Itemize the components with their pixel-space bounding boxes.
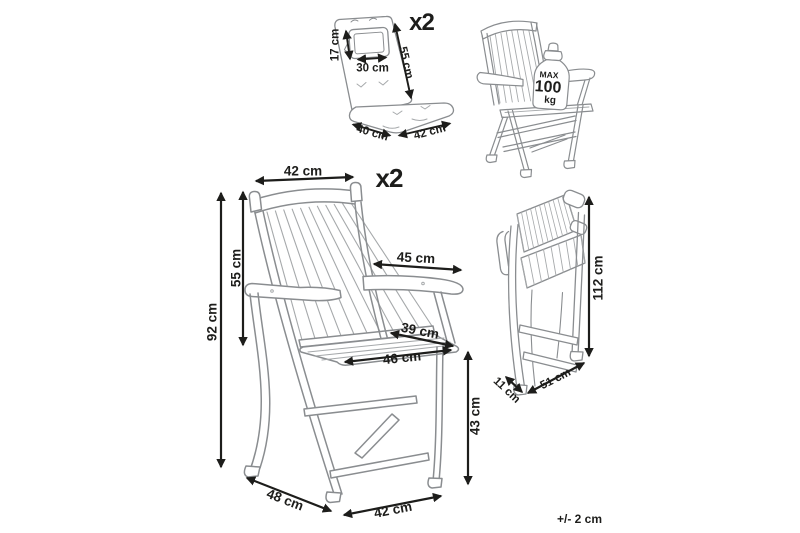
main-chair-drawing (243, 181, 464, 504)
folded-chair-drawing (496, 189, 588, 396)
cushion-dimension-arrows (342, 22, 452, 139)
main-chair-dimension-arrows (216, 172, 473, 519)
arrow-headrest-width (356, 53, 388, 64)
arrow-armrest-length (372, 259, 463, 275)
cushion-dim-headrest-width: 30 cm (356, 62, 389, 75)
main-dim-backrest-width: 42 cm (283, 163, 323, 179)
arrow-cushion-seat-depth (351, 122, 392, 138)
main-dim-seat-width: 46 cm (382, 347, 422, 367)
arrow-back-length (392, 22, 414, 100)
weight-icon (532, 42, 570, 111)
arrow-base-depth (245, 476, 333, 513)
cushion-quantity-label: x2 (409, 8, 435, 36)
main-dim-total-height: 92 cm (204, 302, 220, 342)
main-dim-backrest-height: 55 cm (228, 248, 244, 288)
max-load-label-100: 100 (534, 77, 562, 97)
arrow-folded-depth (504, 376, 524, 393)
cushion-dim-headrest-height: 17 cm (329, 28, 342, 62)
folded-dim-height: 112 cm (589, 255, 605, 301)
arrow-backrest-width (254, 172, 355, 186)
main-dim-armrest-length: 45 cm (396, 249, 436, 267)
main-quantity-label: x2 (375, 163, 404, 193)
arrow-seat-depth (389, 330, 455, 349)
cushion-drawing (334, 15, 455, 134)
arrow-seat-width (343, 346, 453, 366)
max-load-label-kg: kg (543, 94, 556, 106)
main-dim-seat-height: 43 cm (467, 396, 483, 436)
folded-chair-dimension-arrows (504, 195, 594, 394)
arrow-cushion-seat-width (397, 120, 452, 139)
arrow-headrest-height (342, 29, 354, 61)
max-load-chair-drawing (476, 20, 596, 179)
arrow-folded-width (526, 362, 586, 394)
arrow-base-width (342, 492, 443, 519)
tolerance-note: +/- 2 cm (557, 512, 603, 526)
